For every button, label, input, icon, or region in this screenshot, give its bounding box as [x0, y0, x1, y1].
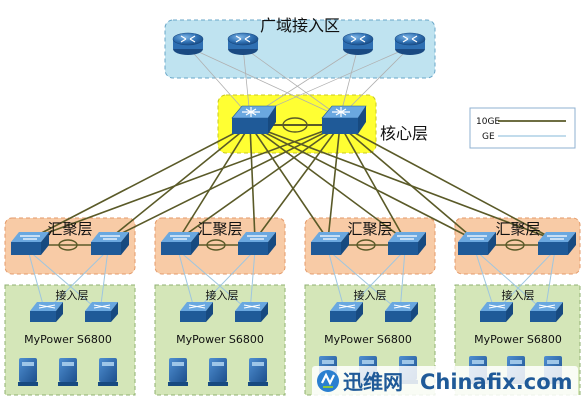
pc-icon	[168, 358, 188, 386]
aggregation-switch	[458, 232, 496, 255]
access-label: 接入层	[206, 289, 239, 302]
wan-router-2	[227, 32, 259, 55]
access-switch	[30, 302, 63, 322]
model-label: MyPower S6800	[176, 333, 264, 346]
aggregation-label: 汇聚层	[347, 220, 392, 238]
access-label: 接入层	[502, 289, 535, 302]
access-switch	[480, 302, 513, 322]
pc-icon	[58, 358, 78, 386]
aggregation-switches	[11, 232, 576, 255]
model-label: MyPower S6800	[474, 333, 562, 346]
aggregation-label: 汇聚层	[495, 220, 540, 238]
access-switch	[330, 302, 363, 322]
access-switch	[530, 302, 563, 322]
legend-box	[469, 107, 576, 149]
access-switch	[385, 302, 418, 322]
aggregation-switch	[161, 232, 199, 255]
model-label: MyPower S6800	[24, 333, 112, 346]
aggregation-switch	[238, 232, 276, 255]
aggregation-switch	[11, 232, 49, 255]
watermark-badge	[312, 366, 578, 398]
aggregation-switch	[538, 232, 576, 255]
aggregation-switch	[311, 232, 349, 255]
access-label: 接入层	[354, 289, 387, 302]
core-switches	[231, 105, 367, 134]
core-switch-1	[231, 105, 277, 134]
watermark-brand-en: Chinafix.com	[420, 370, 573, 394]
pc-icon	[18, 358, 38, 386]
aggregation-label: 汇聚层	[47, 220, 92, 238]
wan-routers	[172, 32, 426, 55]
watermark: 迅维网 Chinafix.com	[312, 366, 578, 398]
core-switch-2	[321, 105, 367, 134]
pc-icon	[208, 358, 228, 386]
watermark-brand-cn: 迅维网	[343, 370, 403, 394]
pc-icon	[98, 358, 118, 386]
wan-core-links	[187, 46, 411, 118]
wan-router-4	[394, 32, 426, 55]
access-label: 接入层	[56, 289, 89, 302]
aggregation-label: 汇聚层	[197, 220, 242, 238]
wan-router-3	[342, 32, 374, 55]
watermark-logo-icon	[317, 370, 339, 392]
legend-10ge-label: 10GE	[476, 117, 500, 127]
legend-ge-label: GE	[482, 132, 495, 142]
core-label: 核心层	[380, 124, 428, 143]
model-label: MyPower S6800	[324, 333, 412, 346]
aggregation-switch	[91, 232, 129, 255]
legend: 10GE GE	[469, 107, 576, 149]
pc-icon	[248, 358, 268, 386]
access-switch	[180, 302, 213, 322]
core-aggregation-links	[27, 124, 556, 241]
aggregation-switch	[388, 232, 426, 255]
access-switch	[235, 302, 268, 322]
wan-router-1	[172, 32, 204, 55]
access-switches	[30, 302, 563, 322]
aggregation-access-links	[27, 249, 556, 313]
wan-label: 广域接入区	[260, 16, 340, 35]
access-switch	[85, 302, 118, 322]
